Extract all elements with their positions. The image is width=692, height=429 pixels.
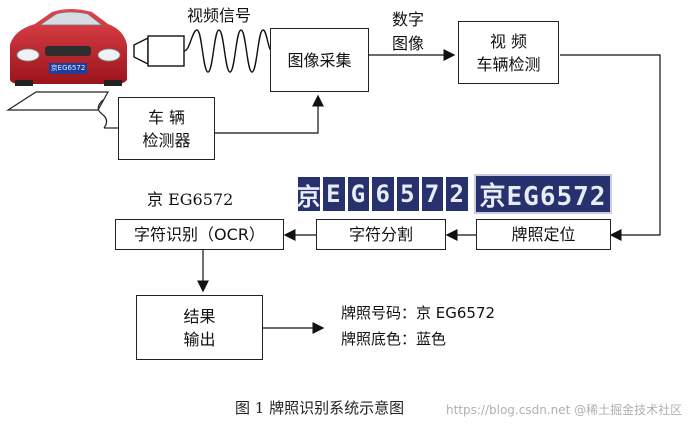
segmented-char-5: 5 bbox=[397, 177, 419, 211]
result-plate-color: 牌照底色：蓝色 bbox=[341, 330, 447, 348]
result-output-label-line1: 结果 bbox=[183, 306, 216, 326]
video-signal-wave bbox=[183, 29, 273, 73]
detector-loop bbox=[5, 91, 110, 111]
result-output-label-line2: 输出 bbox=[183, 329, 216, 349]
vehicle-detector-box: 车 辆 检测器 bbox=[118, 97, 215, 160]
car-plate-text: 京EG6572 bbox=[50, 64, 86, 72]
arrow-detector-to-acquisition bbox=[215, 94, 324, 134]
segmented-char-3: G bbox=[347, 177, 370, 211]
vehicle-detector-label-line2: 检测器 bbox=[142, 130, 191, 150]
camera-icon bbox=[133, 35, 185, 67]
segmented-char-6: 7 bbox=[421, 177, 444, 211]
vehicle-detector-label-line1: 车 辆 bbox=[147, 107, 186, 127]
video-detection-label-line1: 视 频 bbox=[489, 31, 528, 51]
video-vehicle-detection-box: 视 频 车辆检测 bbox=[458, 21, 559, 84]
ocr-box: 字符识别（OCR） bbox=[115, 219, 284, 250]
detector-cable bbox=[97, 99, 108, 129]
ocr-label: 字符识别（OCR） bbox=[134, 225, 265, 244]
image-acquisition-box: 图像采集 bbox=[270, 28, 369, 92]
segmented-char-1: 京 bbox=[296, 177, 320, 211]
located-plate: 京EG6572 bbox=[474, 174, 612, 214]
video-signal-label: 视频信号 bbox=[187, 6, 252, 25]
segmented-char-2: E bbox=[322, 177, 345, 211]
segmented-plate: 京 E G 6 5 7 2 bbox=[296, 175, 469, 213]
digital-image-label-line1: 数字 bbox=[392, 10, 425, 29]
car-illustration bbox=[10, 9, 127, 86]
digital-image-label-line2: 图像 bbox=[392, 34, 425, 53]
char-segmentation-box: 字符分割 bbox=[316, 219, 446, 250]
watermark: https://blog.csdn.net @稀土掘金技术社区 bbox=[446, 403, 683, 417]
located-plate-text: 京EG6572 bbox=[479, 181, 607, 212]
result-output-box: 结果 输出 bbox=[136, 295, 263, 360]
plate-location-label: 牌照定位 bbox=[511, 225, 576, 244]
figure-caption: 图 1 牌照识别系统示意图 bbox=[235, 399, 405, 417]
image-acquisition-label: 图像采集 bbox=[287, 50, 352, 70]
plate-location-box: 牌照定位 bbox=[476, 219, 611, 250]
arrow-video-detection-to-plate-location bbox=[560, 54, 661, 241]
segmented-char-7: 2 bbox=[446, 177, 469, 211]
result-plate-number: 牌照号码：京 EG6572 bbox=[341, 304, 496, 322]
char-segmentation-label: 字符分割 bbox=[348, 225, 413, 244]
segmented-char-4: 6 bbox=[372, 177, 394, 211]
video-detection-label-line2: 车辆检测 bbox=[476, 54, 541, 74]
plate-text-label: 京 EG6572 bbox=[147, 190, 234, 209]
